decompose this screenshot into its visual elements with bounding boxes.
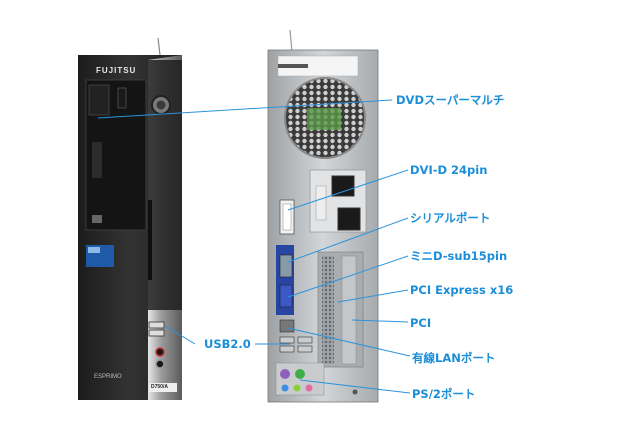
label-dvd: DVDスーパーマルチ bbox=[396, 93, 505, 107]
label-dvi: DVI-D 24pin bbox=[410, 163, 488, 177]
callout-serial bbox=[287, 217, 409, 263]
callout-dvd bbox=[97, 99, 393, 119]
front-headphone-jack bbox=[155, 359, 165, 369]
label-pcie: PCI Express x16 bbox=[410, 283, 514, 297]
label-serial: シリアルポート bbox=[410, 211, 491, 225]
dvd-eject-button bbox=[117, 87, 127, 109]
model-badge bbox=[149, 383, 177, 392]
callout-dsub bbox=[287, 255, 409, 298]
line-in-jack bbox=[281, 384, 289, 392]
front-usb-port bbox=[148, 329, 165, 337]
rear-usb-port bbox=[279, 336, 295, 344]
line-out-jack bbox=[293, 384, 301, 392]
label-ps2: PS/2ポート bbox=[412, 387, 476, 401]
rear-view bbox=[267, 29, 379, 403]
label-usb: USB2.0 bbox=[204, 337, 251, 351]
label-dsub: ミニD-sub15pin bbox=[410, 249, 508, 263]
model-name: ESPRIMO bbox=[94, 374, 122, 380]
front-view bbox=[78, 37, 182, 400]
rear-usb-port bbox=[297, 336, 313, 344]
lan-port bbox=[279, 319, 295, 333]
front-usb-port bbox=[148, 321, 165, 329]
model-badge-text: D750/A bbox=[151, 384, 168, 390]
rear-usb-port bbox=[297, 345, 313, 353]
dvd-tray-face bbox=[88, 84, 110, 116]
label-pci: PCI bbox=[410, 316, 432, 330]
serial-port bbox=[279, 254, 293, 278]
power-outlet bbox=[331, 175, 355, 197]
callout-pcie bbox=[337, 289, 409, 303]
ps2-mouse-port bbox=[295, 369, 305, 379]
callout-pci bbox=[351, 319, 409, 323]
callout-ps2 bbox=[299, 379, 411, 394]
callout-dvi bbox=[287, 169, 409, 211]
ps2-keyboard-port bbox=[280, 369, 290, 379]
callout-usb-front bbox=[164, 325, 196, 345]
rear-usb-port bbox=[279, 345, 295, 353]
callout-lines bbox=[97, 99, 411, 394]
power-inlet bbox=[337, 207, 361, 231]
brand-logo: FUJITSU bbox=[96, 66, 137, 75]
callout-lan bbox=[287, 327, 411, 357]
front-mic-jack bbox=[155, 347, 165, 357]
label-lan: 有線LANポート bbox=[412, 351, 496, 365]
mic-jack bbox=[305, 384, 313, 392]
